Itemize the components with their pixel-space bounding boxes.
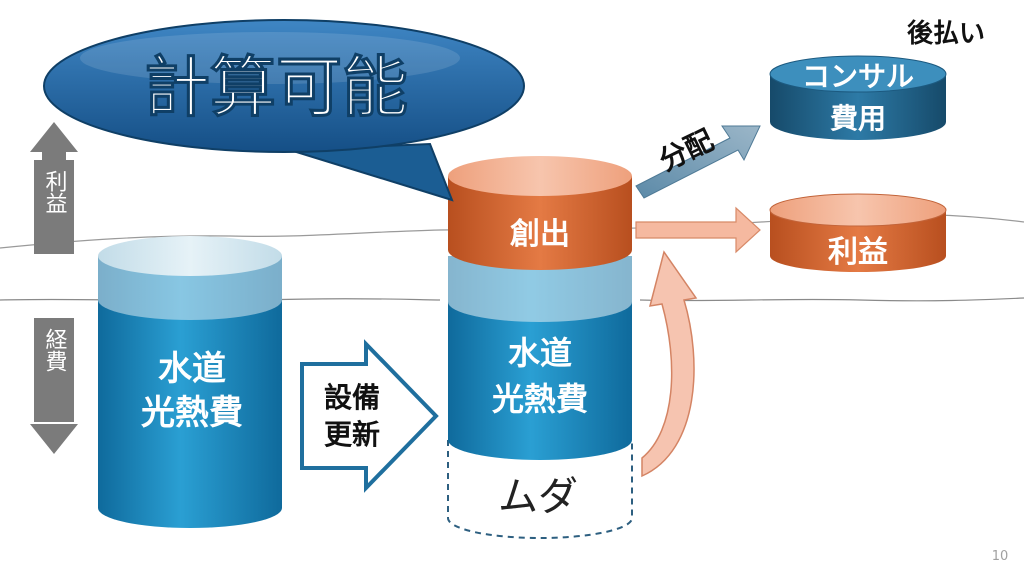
axis-profit-label: 利益 [42, 170, 68, 214]
left-cylinder-label-line2: 光熱費 [141, 393, 243, 433]
center-cylinder-label-line1: 水道 [508, 334, 572, 372]
created-savings-cylinder [448, 156, 632, 270]
calculable-speech-bubble [43, 19, 525, 202]
profit-arrow [635, 206, 761, 254]
axis-expense-label: 経費 [42, 328, 68, 372]
distribution-arrow [635, 125, 761, 199]
equipment-upgrade-arrow [300, 339, 439, 493]
bubble-text: 計算可能 [144, 49, 408, 126]
arrow-label-line1: 設備 [324, 381, 380, 414]
arrow-label-line2: 更新 [324, 418, 380, 451]
vertical-axis-arrow [30, 122, 78, 454]
created-label: 創出 [510, 217, 570, 252]
center-utility-cylinder [448, 256, 632, 460]
page-number: 10 [992, 549, 1009, 564]
consulting-fee-cylinder [769, 55, 947, 140]
waste-label: ムダ [498, 474, 578, 520]
profit-label: 利益 [828, 235, 888, 270]
consulting-label-line2: 費用 [830, 102, 886, 135]
center-cylinder-label-line2: 光熱費 [492, 380, 588, 418]
deferred-payment-note: 後払い [907, 18, 985, 49]
consulting-label-line1: コンサル [802, 60, 914, 93]
profit-cylinder [769, 193, 947, 272]
waste-cylinder-section [447, 440, 633, 539]
recycle-curved-arrow [641, 250, 698, 478]
left-cylinder-label-line1: 水道 [158, 349, 226, 389]
left-utility-cylinder [98, 236, 282, 528]
